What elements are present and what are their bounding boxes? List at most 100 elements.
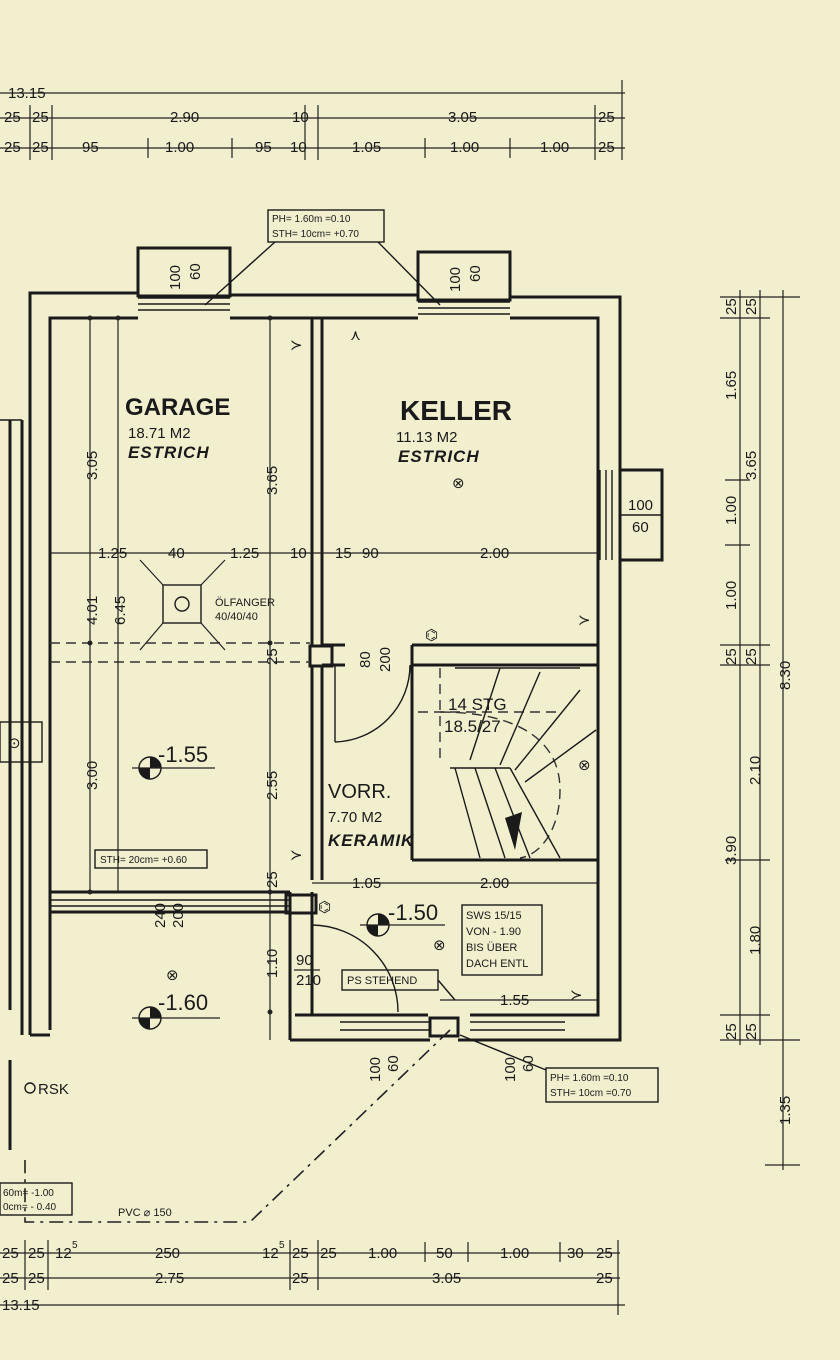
sws-4: DACH ENTL	[466, 958, 528, 970]
room-keller: KELLER 11.13 M2 ESTRICH ⊗	[396, 395, 512, 492]
entry-drain-icon: ⊗	[166, 967, 179, 984]
oil-separator: ÖLFANGER 40/40/40	[139, 559, 275, 651]
dim-garage-255: 2.55	[264, 771, 281, 800]
dim-garage-401: 4.01	[84, 596, 101, 625]
dim-top-r2-b: 25	[32, 139, 49, 156]
dim-garage-25a: 25	[264, 648, 281, 665]
dim-bot-r1-h: 1.00	[368, 1245, 397, 1262]
dim-right-a8: 25	[723, 1023, 740, 1040]
dim-bot-r2-b: 25	[28, 1270, 45, 1287]
dim-bot-r1-k: 30	[567, 1245, 584, 1262]
dim-right-total: 8.30	[777, 661, 794, 690]
outlet-icon-4: ≻	[290, 847, 303, 864]
inner-walls: ⊙	[0, 318, 598, 1015]
sws-3: BIS ÜBER	[466, 942, 517, 954]
dim-top-r1-f: 25	[598, 109, 615, 126]
keller-area: 11.13 M2	[396, 429, 457, 446]
door-keller: 80 200	[334, 647, 411, 743]
dim-top-r1-b: 25	[32, 109, 49, 126]
dim-right-a3: 1.00	[723, 496, 740, 525]
outlet-icon-1: ⋏	[350, 327, 361, 344]
room-vorr: VORR. 7.70 M2 KERAMIK	[328, 781, 414, 850]
dim-garage-645: 6.45	[112, 596, 129, 625]
dim-row-90: 90	[362, 545, 379, 562]
dim-right-a4: 1.00	[723, 581, 740, 610]
dim-garage-365: 3.65	[264, 466, 281, 495]
right-dimension-chain: 25 1.65 1.00 1.00 25 2.10 1.80 25 25 3.6…	[720, 290, 800, 1170]
garage-name: GARAGE	[125, 394, 230, 421]
window-3-width: 100	[628, 497, 653, 514]
dim-top-r1-d: 10	[292, 109, 309, 126]
dim-garage-25b: 25	[264, 871, 281, 888]
dim-vorr-200: 2.00	[480, 875, 509, 892]
sws-note: SWS 15/15 VON - 1.90 BIS ÜBER DACH ENTL …	[433, 904, 543, 976]
window-well-top-right: 100 60	[416, 250, 512, 315]
note-ph-bottom: PH= 1.60m =0.10	[550, 1073, 629, 1084]
dim-bot-r2-d: 25	[292, 1270, 309, 1287]
top-note-box: PH= 1.60m =0.10 STH= 10cm= +0.70	[204, 209, 441, 306]
switch-icon-2: ⌬	[318, 899, 331, 916]
stairs-ratio: 18.5/27	[444, 717, 501, 736]
dim-right-a2: 1.65	[723, 371, 740, 400]
dim-bot-r1-l: 25	[596, 1245, 613, 1262]
level-garage-value: -1.55	[158, 742, 208, 767]
door-bottom-200: 200	[170, 903, 187, 928]
note-sth-bottom: STH= 10cm =0.70	[550, 1088, 632, 1099]
level-entry: -1.60 ⊗	[132, 967, 220, 1030]
vorr-drain-icon: ⊗	[433, 937, 446, 954]
note-ph-top: PH= 1.60m =0.10	[272, 214, 351, 225]
bottom-dimension-chain: 25 25 12 5 250 12 5 25 25 1.00 50 1.00 3…	[0, 1240, 625, 1315]
door-top-80: 80	[357, 651, 374, 668]
outlet-icon-2: ≻	[290, 337, 303, 354]
dim-row-200: 2.00	[480, 545, 509, 562]
vorr-name: VORR.	[328, 781, 391, 803]
dim-right-a1: 25	[723, 298, 740, 315]
dim-garage-300: 3.00	[84, 761, 101, 790]
garage-floor: ESTRICH	[128, 443, 210, 462]
rsk-label: RSK	[38, 1081, 69, 1098]
outlet-icon-3: ≻	[578, 612, 591, 629]
oil-title: ÖLFANGER	[215, 597, 275, 609]
dim-right-b3: 25	[743, 648, 760, 665]
dim-bot-r1-d: 250	[155, 1245, 180, 1262]
dim-top-r2-g: 1.05	[352, 139, 381, 156]
dim-top-r1-a: 25	[4, 109, 21, 126]
level-entry-value: -1.60	[158, 990, 208, 1015]
sws-2: VON - 1.90	[466, 926, 521, 938]
dim-top-r2-f: 10	[290, 139, 307, 156]
window-well-right: 100 60	[599, 468, 664, 562]
window-4-width: 100	[367, 1057, 384, 1082]
dim-bot-r1-c: 12	[55, 1245, 72, 1262]
dim-row-40: 40	[168, 545, 185, 562]
dim-bot-r2-f: 25	[596, 1270, 613, 1287]
dim-row-125b: 1.25	[230, 545, 259, 562]
vorr-dimensions: 1.05 2.00 1.55	[312, 875, 598, 1009]
window-2-height: 60	[467, 265, 484, 282]
dim-row-125a: 1.25	[98, 545, 127, 562]
bottom-windows: 100 60 100 60	[340, 1016, 565, 1082]
dim-bot-r1-g: 25	[320, 1245, 337, 1262]
outlet-icon-5: ≻	[570, 987, 583, 1004]
window-4-height: 60	[385, 1055, 402, 1072]
note-sth-top: STH= 10cm= +0.70	[272, 229, 359, 240]
keller-floor: ESTRICH	[398, 447, 480, 466]
dim-row-15: 15	[335, 545, 352, 562]
window-5-height: 60	[520, 1055, 537, 1072]
dim-vorr-105: 1.05	[352, 875, 381, 892]
stairs-drain-icon: ⊗	[578, 757, 591, 774]
staircase: 14 STG 18.5/27 ⊗	[418, 667, 597, 859]
vorr-area: 7.70 M2	[328, 809, 382, 826]
dim-top-r2-h: 1.00	[450, 139, 479, 156]
electrical-symbols: ⋏ ≻ ≻ ≻ ≻ ⌬ ⌬	[290, 327, 591, 1004]
dim-bot-r1-i: 50	[436, 1245, 453, 1262]
switch-icon-1: ⌬	[425, 627, 438, 644]
dim-top-r2-d: 1.00	[165, 139, 194, 156]
room-garage: GARAGE 18.71 M2 ESTRICH	[125, 394, 230, 462]
window-1-width: 100	[167, 265, 184, 290]
dim-right-b1: 25	[743, 298, 760, 315]
garage-door-lines	[50, 642, 310, 663]
keller-drain-icon: ⊗	[452, 475, 465, 492]
dim-top-r2-e: 95	[255, 139, 272, 156]
sth-garage: STH= 20cm= +0.60	[100, 855, 187, 866]
dim-right-b4: 3.90	[723, 836, 740, 865]
